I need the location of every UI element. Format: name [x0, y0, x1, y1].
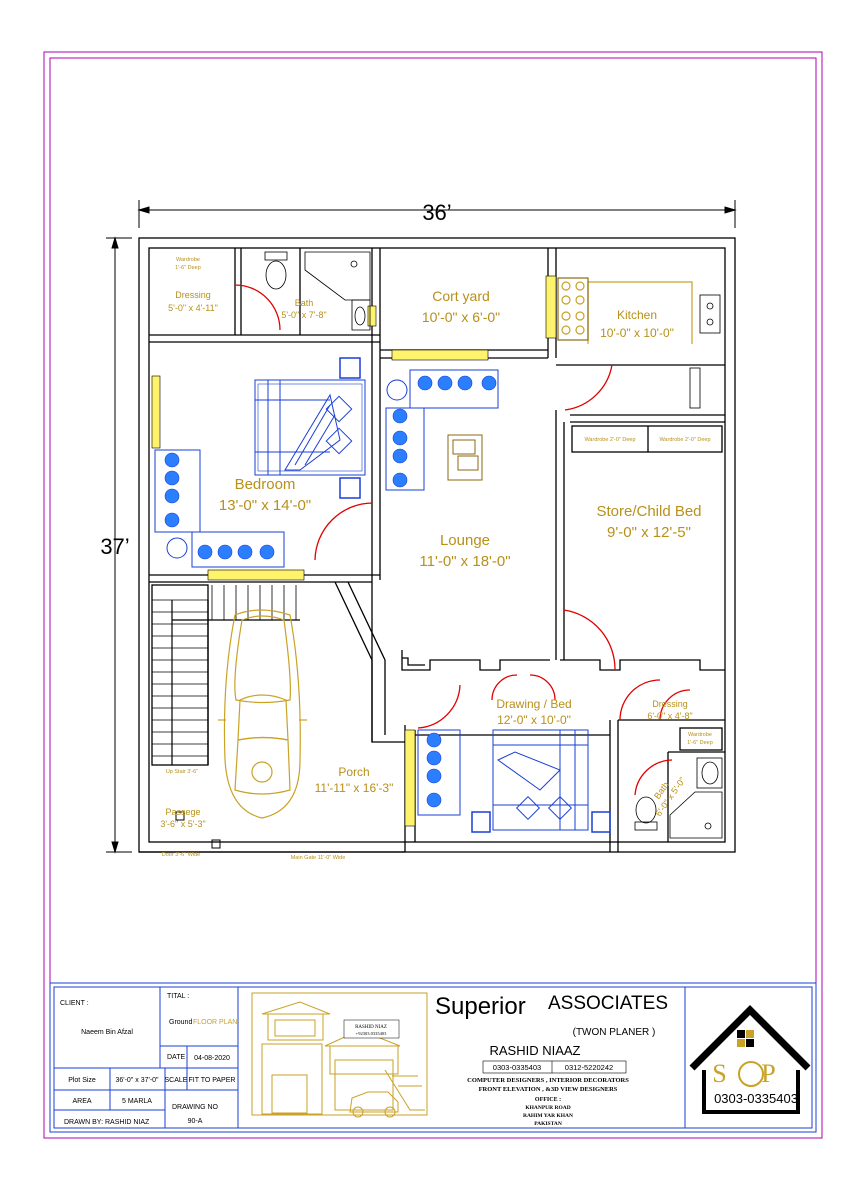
side-table-2 [339, 477, 361, 499]
company-name-b: ASSOCIATES [548, 993, 668, 1014]
company-office-label: OFFICE : [535, 1097, 561, 1103]
scale-label: SCALE [165, 1077, 188, 1084]
side-table-1 [339, 357, 361, 379]
company-phone-2: 0312-5220242 [565, 1063, 613, 1072]
company-address-1: KHANPUR ROAD [525, 1105, 570, 1111]
drawn-by-label: DRAWN BY: [64, 1119, 103, 1126]
kitchen-size: 10'-0" x 10'-0" [600, 326, 674, 340]
kitchen-counter [557, 277, 693, 344]
bed-bedroom [254, 379, 366, 476]
company-phone-1: 0303-0335403 [493, 1063, 541, 1072]
company-address-2: RAHIM YAR KHAN [523, 1113, 573, 1119]
coffee-table [447, 434, 483, 481]
door-note: Door 3'-6" Wide [162, 852, 200, 858]
signature-box [343, 1019, 400, 1039]
bedroom-name: Bedroom [235, 476, 296, 493]
sofa-lounge [166, 369, 499, 816]
sofa-seats [164, 375, 497, 808]
dimension-width [137, 200, 737, 228]
company-address-3: PAKISTAN [534, 1121, 562, 1127]
wardrobe-bottom-size: 1'-6" Deep [687, 740, 713, 746]
kitchen-name: Kitchen [617, 308, 657, 322]
logo-phone: 0303-0335403 [714, 1091, 798, 1106]
company-name-a: Superior [435, 993, 526, 1020]
drawing-no-label: DRAWING NO [172, 1104, 219, 1111]
stair-treads [152, 585, 300, 765]
date-value: 04-08-2020 [194, 1055, 230, 1062]
title-block [49, 982, 817, 1133]
dimension-height [106, 236, 132, 854]
passage-size: 3'-6" x 5'-3" [160, 819, 205, 829]
client-name: Naeem Bin Afzal [81, 1029, 133, 1036]
lounge-size: 11'-0" x 18'-0" [419, 553, 510, 570]
door-swings [234, 284, 691, 796]
gate-note: Main Gate 11'-0" Wide [291, 855, 346, 861]
dressing-top-name: Dressing [175, 290, 211, 300]
drawing-size: 12'-0" x 10'-0" [497, 713, 571, 727]
passage-name: Passege [165, 807, 200, 817]
logo-letters: S P [712, 1059, 789, 1088]
up-stair-label: Up Stair 3'-6" [166, 769, 198, 775]
company-logo [689, 1005, 811, 1114]
phone-box [482, 1060, 627, 1074]
wardrobe-top-size: 1'-6" Deep [175, 265, 201, 271]
lounge-name: Lounge [440, 532, 490, 549]
column-2 [211, 839, 221, 849]
dimension-height-label: 37’ [100, 534, 129, 559]
outer-border [43, 51, 823, 1139]
porch-name: Porch [338, 765, 369, 779]
bedroom-size: 13'-0" x 14'-0" [219, 497, 311, 514]
client-label: CLIENT : [60, 1000, 89, 1007]
area-value: 5 MARLA [122, 1098, 152, 1105]
cort-yard-size: 10'-0" x 6'-0" [422, 309, 500, 325]
dressing-top-size: 5'-0" x 4'-11" [168, 303, 218, 313]
dimension-width-label: 36’ [422, 200, 451, 225]
title-prefix: Ground [169, 1019, 192, 1026]
wardrobe-bottom-name: Wardrobe [688, 732, 712, 738]
windows [151, 275, 557, 827]
wardrobe-store-1: Wardrobe 2'-0" Deep [584, 437, 635, 443]
porch-size: 11'-11" x 16'-3" [315, 781, 394, 795]
title-label: TITAL : [167, 993, 189, 1000]
bath-top-name: Bath [295, 298, 314, 308]
company-services-2: FRONT ELEVATION , &3D VIEW DESIGNERS [479, 1086, 618, 1093]
room-labels: Wardrobe 1'-6" Deep Dressing 5'-0" x 4'-… [160, 257, 712, 861]
column-1 [175, 811, 185, 821]
drawn-by-name: RASHID NIAZ [105, 1119, 150, 1126]
signature-phone: +92303.0335403 [356, 1031, 387, 1036]
company-tagline: (TWON PLANER ) [573, 1027, 656, 1038]
bath-top-size: 5'-0" x 7'-8" [281, 310, 326, 320]
store-child-size: 9'-0" x 12'-5" [607, 524, 691, 541]
wardrobe-top-name: Wardrobe [176, 257, 200, 263]
wardrobe-store-2: Wardrobe 2'-0" Deep [659, 437, 710, 443]
area-label: AREA [72, 1098, 91, 1105]
company-owner: RASHID NIAAZ [489, 1043, 580, 1058]
date-label: DATE [167, 1054, 185, 1061]
company-services-1: COMPUTER DESIGNERS , INTERIOR DECORATORS [467, 1077, 629, 1084]
drawing-no-value: 90-A [188, 1118, 203, 1125]
cort-yard-name: Cort yard [432, 288, 490, 304]
car-icon [218, 609, 307, 819]
title-block-text: CLIENT : Naeem Bin Afzal TITAL : Ground … [60, 993, 237, 1126]
scale-value: FIT TO PAPER [189, 1077, 236, 1084]
bath-fixtures [264, 251, 723, 839]
dressing-bottom-size: 6'-0" x 4'-8" [647, 711, 692, 721]
dressing-bottom-name: Dressing [652, 699, 688, 709]
sofa-bedroom [154, 449, 285, 568]
house-elevation-icon [251, 992, 428, 1118]
title-value: FLOOR PLAN [193, 1019, 237, 1026]
signature-name: RASHID NIAZ [355, 1025, 387, 1030]
bed-drawing [471, 729, 611, 833]
plot-value: 36'-0" x 37'-0" [115, 1077, 159, 1084]
store-child-name: Store/Child Bed [596, 503, 701, 520]
plot-label: Plot Size [68, 1077, 96, 1084]
drawing-name: Drawing / Bed [496, 697, 571, 711]
